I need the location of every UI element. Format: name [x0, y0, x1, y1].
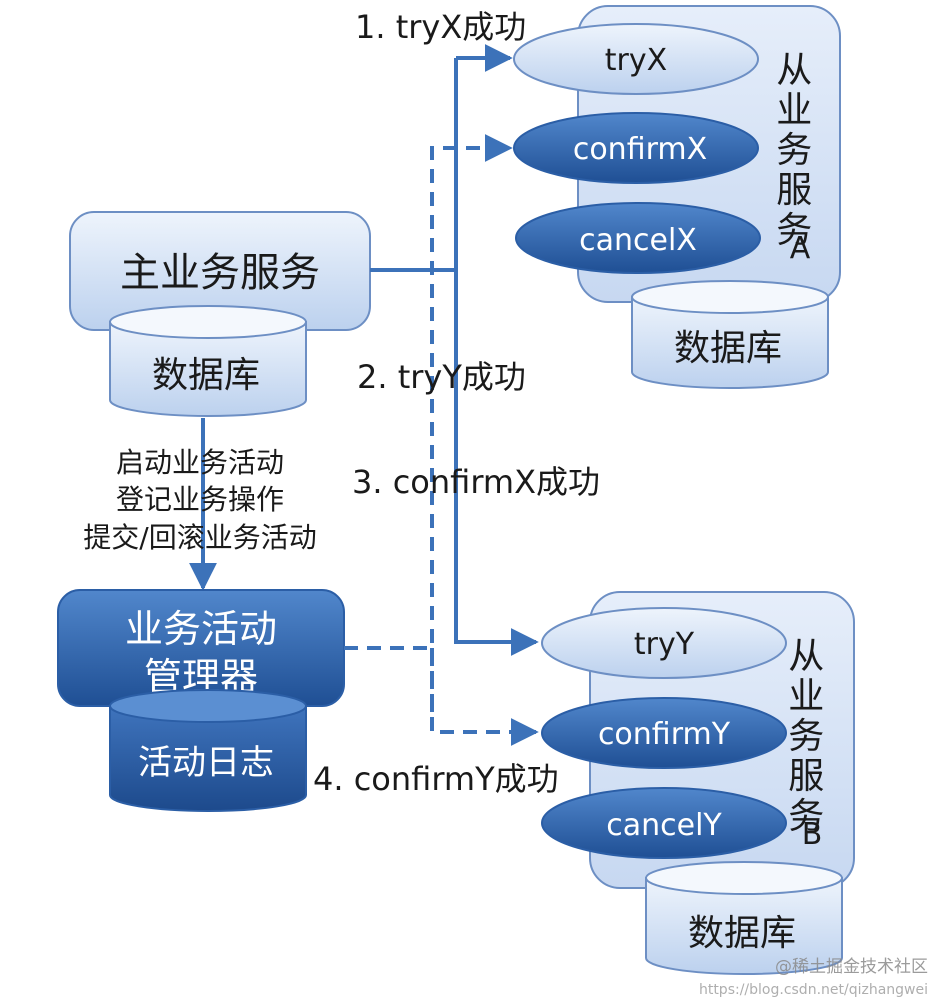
main-service: 主业务服务 数据库	[69, 211, 371, 417]
main-service-title: 主业务服务	[120, 250, 320, 296]
coordinator-title-line1: 业务活动	[125, 607, 277, 651]
flow-note-line2: 登记业务操作	[116, 483, 284, 516]
service-a: 从 业 务 服 务 A tryX confirmX cancelX 数据库	[513, 5, 841, 389]
service-b-try-label: tryY	[634, 627, 695, 662]
connectors	[344, 44, 539, 746]
service-a-title-char: 务	[776, 210, 812, 251]
watermark: @稀土掘金技术社区 https://blog.csdn.net/qizhangw…	[699, 957, 928, 998]
service-b-try-ellipse	[541, 607, 787, 679]
confirm-x-arrow	[430, 134, 513, 712]
coordinator-log: 活动日志	[109, 689, 307, 812]
service-b: 从 业 务 服 务 B tryY confirmY cancelY 数据库	[541, 591, 855, 975]
step-2-label: 2. tryY成功	[357, 358, 526, 396]
service-a-try-label: tryX	[605, 43, 667, 78]
watermark-brand: @稀土掘金技术社区	[775, 957, 928, 977]
coordinator-log-label: 活动日志	[138, 743, 274, 783]
service-a-title-char: 服	[776, 170, 812, 211]
coordinator: 业务活动 管理器 活动日志	[57, 589, 345, 812]
service-a-confirm-label: confirmX	[573, 132, 707, 167]
service-a-cancel-ellipse	[515, 202, 761, 274]
flow-note-line3: 提交/回滚业务活动	[83, 521, 316, 554]
service-a-database: 数据库	[631, 280, 829, 389]
service-b-title-char: B	[802, 817, 823, 852]
main-service-db-label: 数据库	[152, 355, 260, 396]
service-a-title-char: 务	[776, 130, 812, 171]
service-b-title-char: 务	[788, 716, 824, 757]
watermark-url: https://blog.csdn.net/qizhangwei	[699, 982, 928, 998]
flow-note: 启动业务活动 登记业务操作 提交/回滚业务活动	[83, 418, 317, 591]
main-service-database: 数据库	[109, 305, 307, 417]
service-b-title-char: 务	[788, 796, 824, 837]
service-a-try-ellipse	[513, 23, 759, 95]
service-a-title-char: 从	[776, 50, 812, 91]
service-a-title: 从 业 务 服 务 A	[776, 50, 823, 266]
service-a-confirm-ellipse	[513, 112, 759, 184]
service-b-confirm-label: confirmY	[598, 717, 731, 752]
service-b-db-label: 数据库	[688, 913, 796, 954]
service-a-title-char: 业	[776, 90, 812, 131]
flow-note-line1: 启动业务活动	[116, 446, 284, 479]
service-b-title-char: 业	[788, 676, 824, 717]
service-b-title: 从 业 务 服 务 B	[788, 636, 835, 852]
service-a-cancel-label: cancelX	[579, 223, 697, 258]
step-3-label: 3. confirmX成功	[352, 463, 600, 501]
service-b-title-char: 服	[788, 756, 824, 797]
try-y-arrow	[454, 270, 539, 656]
confirm-y-arrow	[430, 648, 539, 746]
service-b-database: 数据库	[645, 861, 843, 975]
step-1-label: 1. tryX成功	[355, 8, 526, 46]
service-b-cancel-ellipse	[541, 787, 787, 859]
service-a-db-label: 数据库	[674, 328, 782, 369]
step-4-label: 4. confirmY成功	[313, 760, 559, 798]
service-b-title-char: 从	[788, 636, 824, 677]
service-a-title-char: A	[790, 231, 811, 266]
service-b-confirm-ellipse	[541, 697, 787, 769]
try-flow-line	[370, 58, 458, 272]
step-labels: 1. tryX成功 2. tryY成功 3. confirmX成功 4. con…	[313, 8, 600, 798]
service-b-cancel-label: cancelY	[606, 808, 722, 843]
